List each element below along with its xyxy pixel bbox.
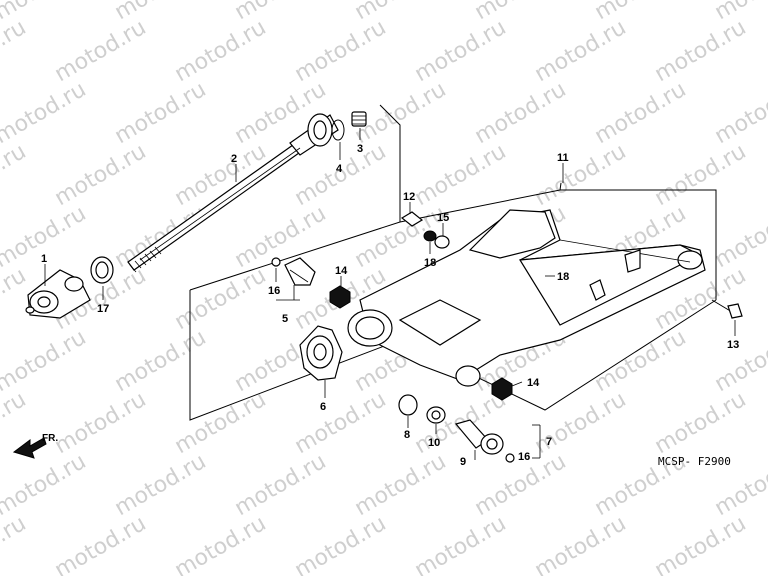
collar [400, 211, 424, 227]
callout-7: 7 [546, 436, 552, 448]
callout-14-upper: 14 [335, 265, 348, 277]
callout-16-right: 16 [518, 451, 530, 463]
watermark-text: motod.ru [0, 77, 90, 149]
watermark-text: motod.ru [51, 15, 151, 87]
watermark-text: motod.ru [471, 77, 571, 149]
diagram-code: MCSP- F2900 [658, 455, 731, 468]
watermark-text: motod.ru [351, 449, 451, 521]
bearing-15 [434, 235, 450, 249]
callout-9: 9 [460, 456, 466, 468]
watermark-text: motod.ru [111, 77, 211, 149]
callout-labels: 2 1 17 4 3 11 12 15 18 18 14 16 5 6 14 8… [41, 143, 739, 468]
callout-16-left: 16 [268, 285, 280, 297]
watermark-text: motod.ru [0, 15, 30, 87]
dust-seal-18 [423, 230, 437, 242]
watermark-text: motod.ru [531, 15, 631, 87]
watermark-text: motod.ru [231, 449, 331, 521]
leader-lines [44, 128, 736, 460]
callout-14-lower: 14 [527, 377, 540, 389]
callout-8: 8 [404, 429, 410, 441]
watermark-text: motod.ru [291, 15, 391, 87]
watermark-text: motod.ru [651, 15, 751, 87]
watermark-text: motod.ru [591, 325, 691, 397]
watermark-text: motod.ru [171, 263, 271, 335]
watermark-text: motod.ru [711, 77, 768, 149]
callout-15: 15 [437, 212, 449, 224]
callout-4: 4 [336, 163, 343, 175]
watermark-text: motod.ru [291, 511, 391, 576]
final-gear-case [299, 325, 343, 381]
watermark-text: motod.ru [0, 449, 90, 521]
watermark-text: motod.ru [411, 139, 511, 211]
watermark-text: motod.ru [51, 387, 151, 459]
watermark-text: motod.ru [711, 201, 768, 273]
callout-3: 3 [357, 143, 363, 155]
callout-2: 2 [231, 153, 237, 165]
watermark-text: motod.ru [531, 511, 631, 576]
callout-18-right: 18 [557, 271, 569, 283]
watermark-text: motod.ru [111, 325, 211, 397]
swingarm [347, 209, 706, 387]
watermark-text: motod.ru [651, 511, 751, 576]
watermark-text: motod.ru [651, 387, 751, 459]
callout-1: 1 [41, 253, 47, 265]
watermark-text: motod.ru [51, 139, 151, 211]
watermark-text: motod.ru [0, 139, 30, 211]
watermark-text: motod.ru [111, 201, 211, 273]
bushing-8 [398, 394, 418, 416]
watermark-text: motod.ru [711, 325, 768, 397]
lock-nut-lower [491, 377, 513, 401]
callout-17: 17 [97, 303, 109, 315]
watermark-text: motod.ru [411, 511, 511, 576]
watermark-text: motod.ru [531, 139, 631, 211]
pivot-bolt-right [454, 419, 515, 463]
drive-shaft [127, 113, 339, 273]
callout-11: 11 [557, 152, 569, 164]
callout-18-left: 18 [424, 257, 436, 269]
lock-nut-upper [329, 285, 351, 309]
watermark-text: motod.ru [171, 511, 271, 576]
watermark-text: motod.ru [0, 511, 30, 576]
callout-10: 10 [428, 437, 440, 449]
watermark-text: motod.ru [591, 77, 691, 149]
spring [351, 111, 367, 127]
callout-5: 5 [282, 313, 288, 325]
callout-6: 6 [320, 401, 326, 413]
callout-12: 12 [403, 191, 415, 203]
watermark-text: motod.ru [111, 449, 211, 521]
watermark-text: motod.ru [531, 387, 631, 459]
watermark-text: motod.ru [651, 139, 751, 211]
watermark-text: motod.ru [0, 325, 90, 397]
oil-seal [90, 256, 114, 284]
watermark-text: motod.ru [291, 387, 391, 459]
watermark-text: motod.ru [171, 15, 271, 87]
washer-10 [426, 406, 446, 424]
watermark-text: motod.ru [0, 263, 30, 335]
watermark-text: motod.ru [51, 511, 151, 576]
front-arrow-icon [12, 437, 47, 459]
pivot-bolt-left [271, 257, 316, 286]
watermark-text: motod.ru [411, 15, 511, 87]
front-label: FR. [42, 433, 58, 444]
callout-13: 13 [727, 339, 739, 351]
universal-joint [25, 269, 91, 319]
front-direction-indicator: FR. [12, 433, 58, 459]
bolt-13 [711, 299, 743, 319]
circlip [331, 119, 345, 141]
watermark-text: motod.ru [171, 387, 271, 459]
